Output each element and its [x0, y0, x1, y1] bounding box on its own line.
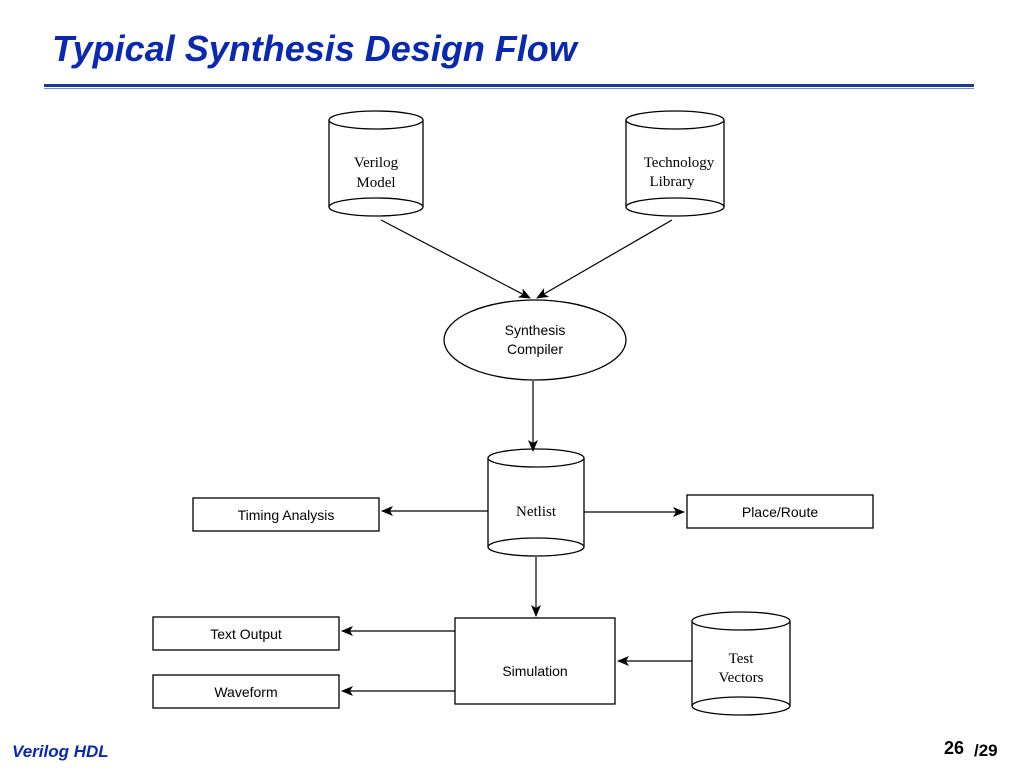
- synthesis-compiler-node: Synthesis Compiler: [443, 299, 627, 381]
- verilog-model-cylinder: Verilog Model: [328, 110, 424, 217]
- synthesis-compiler-label-line-2: Compiler: [507, 341, 563, 357]
- synthesis-compiler-label-line-1: Synthesis: [505, 322, 566, 338]
- verilog-model-label-line-2: Model: [356, 175, 395, 191]
- text-output-label: Text Output: [210, 626, 282, 642]
- netlist-label: Netlist: [516, 504, 557, 520]
- test-vectors-label-line-1: Test: [729, 651, 755, 667]
- simulation-label: Simulation: [502, 663, 567, 679]
- page-total: /29: [974, 741, 998, 760]
- page-number: 26: [944, 738, 965, 758]
- waveform-label: Waveform: [214, 684, 277, 700]
- waveform-box: Waveform: [152, 674, 340, 709]
- technology-library-label-line-1: Technology: [644, 155, 715, 171]
- place-route-box: Place/Route: [686, 494, 874, 529]
- test-vectors-cylinder: Test Vectors: [691, 611, 791, 716]
- technology-library-cylinder: Technology Library: [625, 110, 725, 217]
- test-vectors-label-line-2: Vectors: [719, 670, 764, 686]
- simulation-box: Simulation: [454, 617, 616, 705]
- technology-library-label-line-2: Library: [650, 174, 695, 190]
- timing-analysis-box: Timing Analysis: [192, 497, 380, 532]
- edge-verilog-model-to-synthesis-compiler: [380, 219, 531, 299]
- verilog-model-label-line-1: Verilog: [354, 155, 399, 171]
- footer-course-name: Verilog HDL: [12, 742, 109, 761]
- page-title: Typical Synthesis Design Flow: [52, 28, 577, 69]
- edge-technology-library-to-synthesis-compiler: [536, 219, 673, 299]
- timing-analysis-label: Timing Analysis: [238, 507, 335, 523]
- title-divider: [44, 84, 974, 89]
- place-route-label: Place/Route: [742, 504, 818, 520]
- netlist-cylinder: Netlist: [487, 448, 585, 557]
- text-output-box: Text Output: [152, 616, 340, 651]
